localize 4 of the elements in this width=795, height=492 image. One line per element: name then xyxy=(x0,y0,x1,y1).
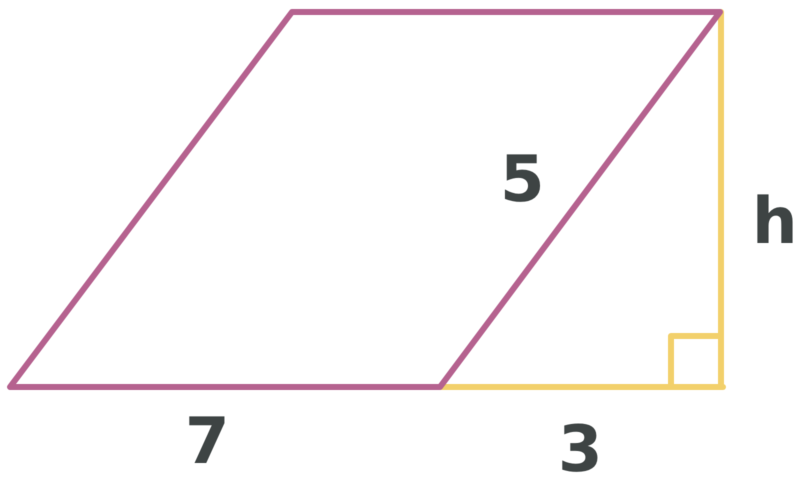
height-label: h xyxy=(752,190,795,254)
side-length-label: 7 xyxy=(185,410,230,474)
side-length-label: 5 xyxy=(500,148,545,212)
length-label: 3 xyxy=(558,418,603,482)
